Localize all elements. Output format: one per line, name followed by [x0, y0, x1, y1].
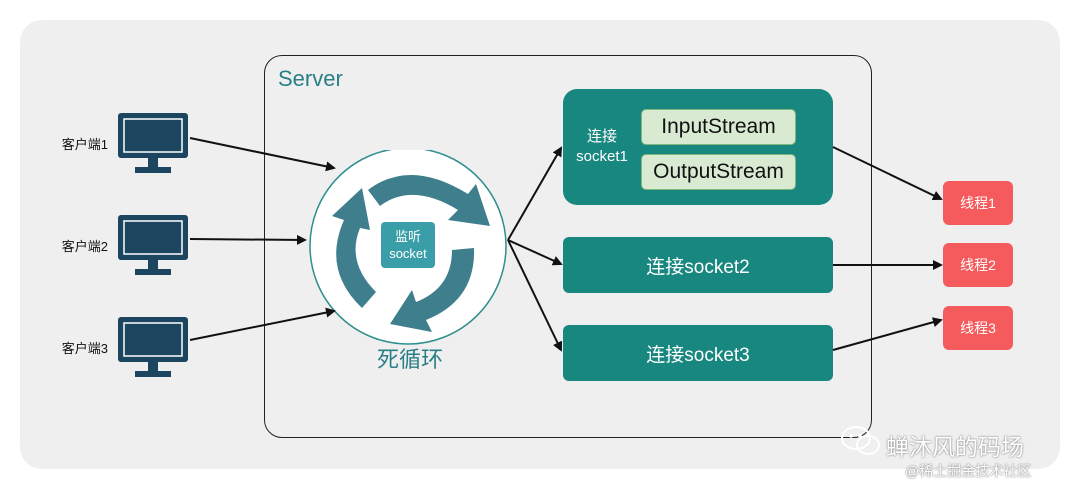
arrow-loop-to-socket1 [507, 146, 562, 241]
connection-socket3-box: 连接socket3 [563, 325, 833, 381]
listen-label: 监听 [394, 229, 421, 244]
arrow-loop-to-socket2 [507, 239, 563, 266]
arrow-loop-to-socket3 [507, 239, 563, 352]
monitor-icon [118, 215, 188, 275]
monitor-icon [118, 317, 188, 377]
input-stream-box: InputStream [641, 109, 796, 145]
output-stream-box: OutputStream [641, 154, 796, 190]
connection-label-line1: 连接 [586, 128, 617, 145]
socket-label: socket [389, 246, 427, 261]
client-label-2: 客户端2 [61, 239, 108, 254]
server-container [264, 55, 872, 438]
arrow-socket3-to-thread3 [832, 317, 943, 351]
thread-box-3: 线程3 [943, 306, 1013, 350]
thread-box-1: 线程1 [943, 181, 1013, 225]
wechat-icon [841, 426, 880, 455]
server-title: Server [278, 66, 343, 91]
watermark-name: 蝉沐风的码场 [886, 434, 1024, 460]
client-label-3: 客户端3 [61, 341, 108, 356]
monitor-icon [118, 113, 188, 173]
arrow-client2-to-loop [189, 234, 307, 245]
connection-socket2-box: 连接socket2 [563, 237, 833, 293]
arrow-client1-to-loop [189, 137, 336, 172]
listen-socket-box: 监听 socket [381, 222, 435, 268]
loop-label: 死循环 [376, 347, 443, 372]
thread-box-2: 线程2 [943, 243, 1013, 287]
connection-socket1-label: 连接 socket1 [566, 127, 638, 167]
arrow-client3-to-loop [189, 307, 336, 341]
watermark-site: @稀土掘金技术社区 [905, 463, 1032, 479]
diagram-background [20, 20, 1060, 469]
client-label-1: 客户端1 [61, 137, 108, 152]
connection-label-line2: socket1 [576, 148, 628, 165]
arrow-socket1-to-thread1 [832, 146, 943, 201]
